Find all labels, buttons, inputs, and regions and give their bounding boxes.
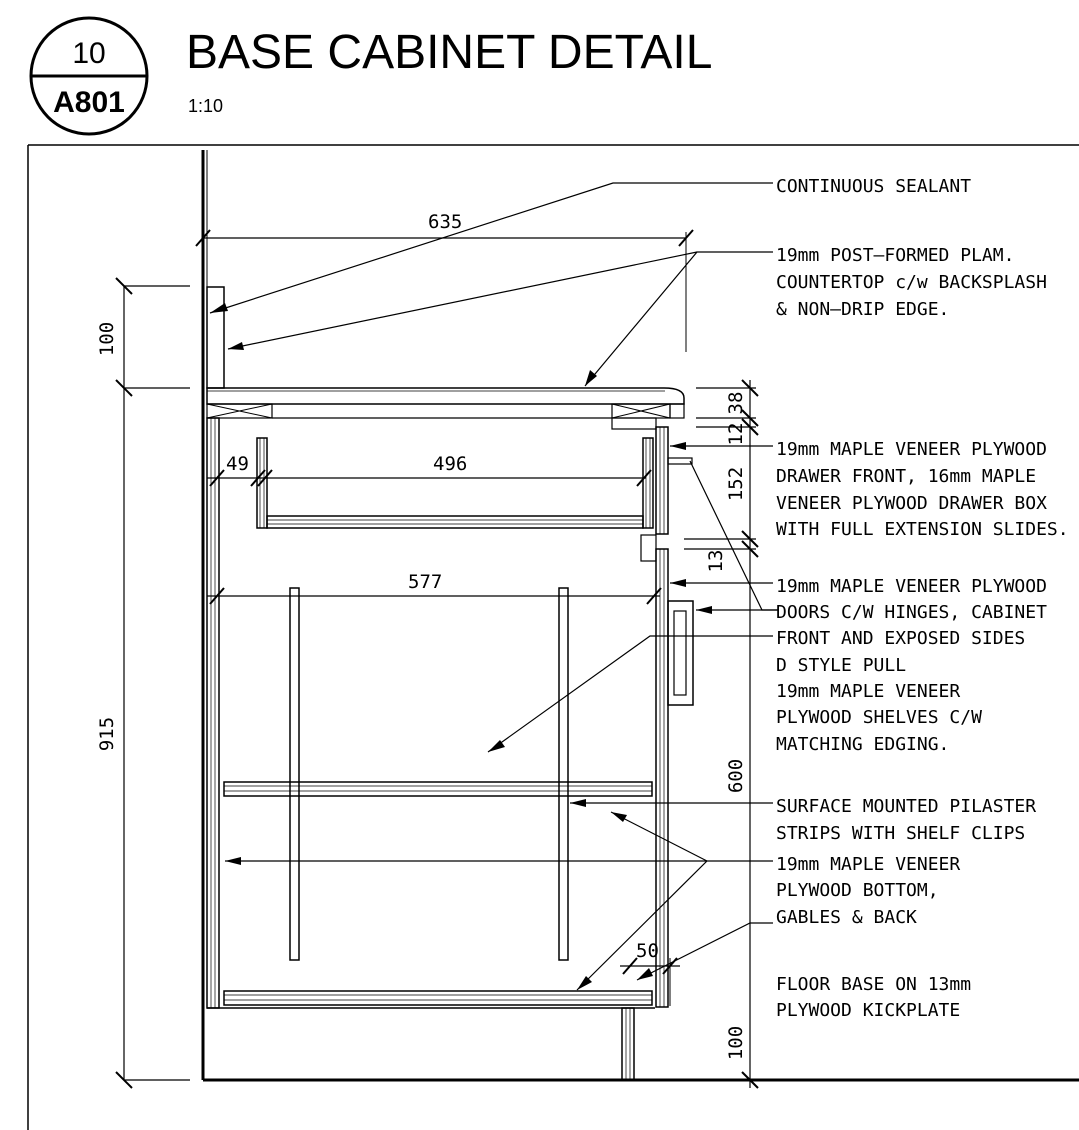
dim-635: 635 (428, 211, 462, 233)
detail-bubble: 10 A801 (29, 16, 149, 136)
callout-countertop-2: COUNTERTOP c/w BACKSPLASH (776, 272, 1047, 293)
dim-50: 50 (636, 940, 659, 962)
dim-38: 38 (725, 392, 747, 415)
shelf (223, 781, 653, 797)
drawing-title: BASE CABINET DETAIL (186, 26, 712, 79)
callout-sealant: CONTINUOUS SEALANT (776, 176, 971, 197)
dim-600: 600 (725, 759, 747, 793)
bottom-panel (223, 990, 653, 1006)
callout-countertop-3: & NON–DRIP EDGE. (776, 299, 949, 320)
callout-doors-1: 19mm MAPLE VENEER PLYWOOD (776, 576, 1047, 597)
detail-number: 10 (72, 37, 105, 70)
sheet-number: A801 (53, 86, 125, 119)
callout-drawer-4: WITH FULL EXTENSION SLIDES. (776, 519, 1069, 540)
dimension-texts: 635 100 915 49 496 577 38 12 152 13 600 … (96, 211, 747, 1060)
cabinet-door (655, 548, 669, 1008)
dim-49: 49 (226, 453, 249, 475)
dim-100-kick: 100 (725, 1026, 747, 1060)
back-panel (206, 417, 220, 1009)
callout-bottom-1: 19mm MAPLE VENEER (776, 854, 960, 875)
dim-577: 577 (408, 571, 442, 593)
leader-lines (209, 182, 778, 991)
callout-shelves-2: PLYWOOD SHELVES C/W (776, 707, 982, 728)
countertop (206, 387, 685, 430)
leader-arrowheads (210, 303, 712, 990)
backsplash (206, 286, 225, 389)
callout-drawer-3: VENEER PLYWOOD DRAWER BOX (776, 493, 1047, 514)
dim-152: 152 (725, 467, 747, 501)
kickplate (207, 1007, 655, 1081)
drawing-scale: 1:10 (188, 96, 223, 116)
callout-bottom-2: PLYWOOD BOTTOM, (776, 880, 939, 901)
callout-pilaster-2: STRIPS WITH SHELF CLIPS (776, 823, 1025, 844)
dim-100-backsplash: 100 (96, 322, 118, 356)
callout-countertop-1: 19mm POST–FORMED PLAM. (776, 245, 1014, 266)
pilaster-strips (289, 587, 569, 961)
viewport-frame (27, 144, 1079, 1130)
callout-doors-3: FRONT AND EXPOSED SIDES (776, 628, 1025, 649)
callout-shelves-3: MATCHING EDGING. (776, 734, 949, 755)
callout-drawer-2: DRAWER FRONT, 16mm MAPLE (776, 466, 1036, 487)
dim-496: 496 (433, 453, 467, 475)
callout-doors-2: DOORS C/W HINGES, CABINET (776, 602, 1047, 623)
dim-12: 12 (725, 423, 747, 446)
callout-pilaster-1: SURFACE MOUNTED PILASTER (776, 796, 1036, 817)
callout-bottom-3: GABLES & BACK (776, 907, 917, 928)
callout-floor-1: FLOOR BASE ON 13mm (776, 974, 971, 995)
callout-shelves-1: 19mm MAPLE VENEER (776, 681, 960, 702)
drawer-box (256, 437, 654, 529)
callout-labels: CONTINUOUS SEALANT 19mm POST–FORMED PLAM… (776, 176, 1069, 1021)
callout-floor-2: PLYWOOD KICKPLATE (776, 1000, 960, 1021)
dim-13: 13 (705, 550, 727, 573)
wall (201, 150, 208, 1080)
dimension-lines (115, 229, 759, 1089)
callout-pull-label: D STYLE PULL (776, 655, 906, 676)
drawer-front (640, 426, 693, 562)
d-style-pull (667, 600, 694, 706)
dim-915: 915 (96, 717, 118, 751)
callout-drawer-1: 19mm MAPLE VENEER PLYWOOD (776, 439, 1047, 460)
